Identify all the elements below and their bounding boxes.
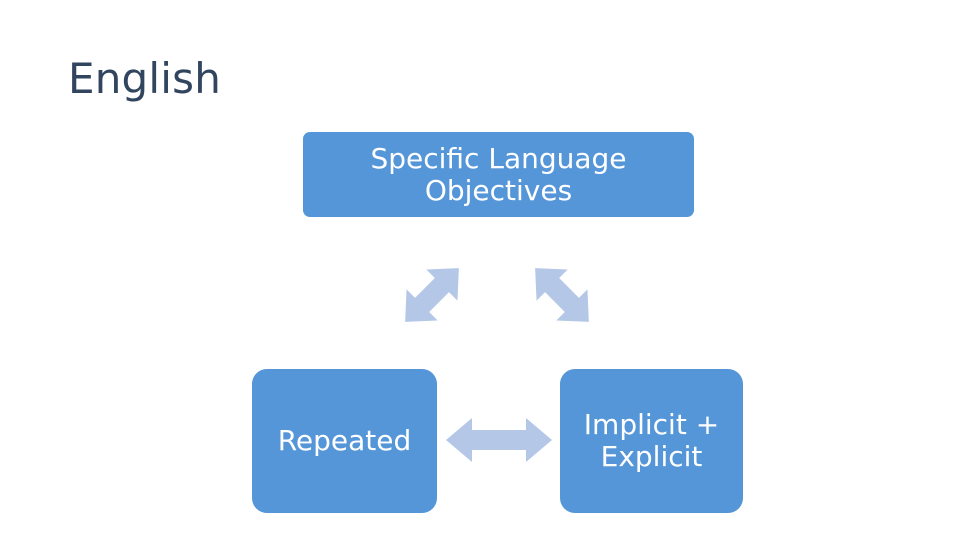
diagram-node-objectives[interactable]: Specific Language Objectives xyxy=(303,132,694,217)
double-headed-arrow-icon-left xyxy=(405,268,459,322)
diagram-node-implicit-explicit[interactable]: Implicit + Explicit xyxy=(560,369,743,513)
diagram-node-implicit-explicit-label: Implicit + Explicit xyxy=(583,408,720,473)
diagram-node-repeated-label: Repeated xyxy=(277,424,412,457)
double-headed-arrow-icon-right xyxy=(535,268,589,322)
double-headed-arrow-icon-bottom xyxy=(446,418,552,462)
diagram-node-objectives-label: Specific Language Objectives xyxy=(370,141,627,207)
page-title: English xyxy=(68,54,222,103)
diagram-node-repeated[interactable]: Repeated xyxy=(252,369,437,513)
